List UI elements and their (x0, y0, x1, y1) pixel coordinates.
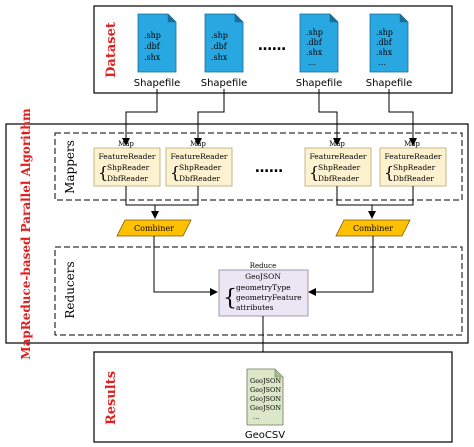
mapper-item: ShpReader (393, 163, 436, 172)
mapper-item: ShpReader (318, 163, 361, 172)
doc-line: GeoJSON (250, 395, 281, 403)
algorithm-label: MapReduce-based Parallel Algorithm (19, 108, 33, 360)
file-line: .dbf (211, 42, 228, 51)
reduce-node: Reduce GeoJSON { geometryType geometryFe… (218, 262, 309, 317)
mappers-label: Mappers (63, 140, 77, 194)
dataset-label: Dataset (104, 22, 119, 78)
file-line: .dbf (306, 38, 323, 47)
shapefile-1: .shp .dbf .shx Shapefile (134, 13, 181, 89)
shapefile-4: .shp .dbf .shx … Shapefile (366, 13, 413, 89)
map-label: Map (118, 140, 134, 148)
mapper-title: FeatureReader (171, 152, 228, 161)
reduce-item: attributes (236, 303, 274, 312)
dataset-to-mapper-arrows (122, 89, 417, 146)
file-icon (369, 13, 409, 73)
mapper-2: Map FeatureReader { ShpReader DbfReader (165, 140, 233, 187)
file-line: .shx (211, 53, 228, 62)
doc-line: … (253, 413, 260, 421)
combiner-left: Combiner (116, 219, 192, 237)
file-line: .shp (144, 31, 161, 40)
brace-icon: { (384, 163, 394, 182)
reducers-label: Reducers (63, 261, 77, 318)
dataset-ellipsis: …… (258, 38, 286, 54)
brace-icon: { (170, 163, 180, 182)
mapper-3: Map FeatureReader { ShpReader DbfReader (304, 140, 372, 187)
mapper-item: ShpReader (179, 163, 222, 172)
file-caption: Shapefile (201, 78, 248, 89)
file-caption: Shapefile (134, 78, 181, 89)
shapefile-3: .shp .dbf .shx … Shapefile (296, 13, 343, 89)
file-caption: Shapefile (296, 78, 343, 89)
file-icon (246, 368, 284, 426)
file-icon (204, 13, 244, 73)
file-line: .dbf (144, 42, 161, 51)
mapper-title: FeatureReader (385, 152, 442, 161)
doc-line: GeoJSON (250, 386, 281, 394)
mapper-title: FeatureReader (99, 152, 156, 161)
combiner-label: Combiner (353, 224, 393, 233)
reduce-item: geometryFeature (236, 293, 302, 302)
file-line: .shx (376, 48, 393, 57)
mapper-box (165, 147, 233, 187)
brace-icon: { (309, 163, 319, 182)
file-line: … (308, 58, 316, 67)
map-label: Map (329, 140, 345, 148)
brace-icon: { (223, 286, 237, 311)
combiner-shape (335, 219, 411, 237)
mapper-ellipsis: …… (255, 160, 283, 176)
doc-line: GeoJSON (250, 404, 281, 412)
mapper-1: Map FeatureReader { ShpReader DbfReader (93, 140, 161, 187)
file-line: .dbf (376, 38, 393, 47)
reduce-item: geometryType (236, 283, 291, 292)
file-line: .shp (211, 31, 228, 40)
mapper-box (93, 147, 161, 187)
mapper-to-combiner-arrows (125, 186, 414, 219)
algorithm-frame (5, 123, 469, 344)
file-caption: Shapefile (366, 78, 413, 89)
mapper-box (379, 147, 447, 187)
map-label: Map (190, 140, 206, 148)
combiner-to-reduce-arrows (153, 236, 374, 296)
mapper-title: FeatureReader (310, 152, 367, 161)
shapefile-2: .shp .dbf .shx Shapefile (201, 13, 248, 89)
reducers-group (54, 246, 463, 336)
reduce-subtitle: GeoJSON (245, 272, 281, 281)
combiner-right: Combiner (335, 219, 411, 237)
reduce-box (218, 269, 309, 317)
file-icon (137, 13, 177, 73)
result-caption: GeoCSV (245, 430, 285, 441)
file-line: .shp (306, 28, 323, 37)
mapper-item: DbfReader (318, 174, 359, 183)
map-label: Map (404, 140, 420, 148)
mapper-item: DbfReader (179, 174, 220, 183)
doc-line: GeoJSON (250, 377, 281, 385)
mapper-item: DbfReader (393, 174, 434, 183)
brace-icon: { (98, 163, 108, 182)
mappers-group (54, 132, 463, 201)
results-label: Results (104, 371, 119, 425)
mapper-item: DbfReader (107, 174, 148, 183)
file-icon (299, 13, 339, 73)
mapper-box (304, 147, 372, 187)
reduce-title: Reduce (250, 262, 276, 270)
mapper-item: ShpReader (107, 163, 150, 172)
file-line: .shx (306, 48, 323, 57)
combiner-label: Combiner (134, 224, 174, 233)
mapper-4: Map FeatureReader { ShpReader DbfReader (379, 140, 447, 187)
combiner-shape (116, 219, 192, 237)
file-line: .shx (144, 53, 161, 62)
file-line: .shp (376, 28, 393, 37)
result-file: GeoJSON GeoJSON GeoJSON GeoJSON … GeoCSV (245, 368, 285, 441)
file-line: … (378, 58, 386, 67)
